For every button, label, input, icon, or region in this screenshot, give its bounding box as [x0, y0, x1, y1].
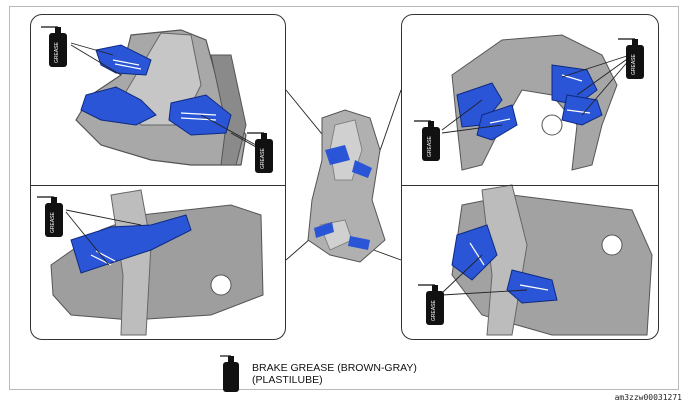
grease-tube-icon: GREASE: [618, 38, 644, 79]
legend: [220, 353, 242, 393]
pad-clip-bottom-right-2: [506, 269, 558, 304]
pad-clip-upper: [95, 44, 152, 76]
figure-id: am3zzw00031271: [614, 393, 682, 402]
pad-clip-right-bot: [561, 94, 603, 126]
legend-text: BRAKE GREASE (BROWN-GRAY) (PLASTILUBE): [252, 362, 417, 386]
grease-tube-icon: GREASE: [414, 120, 440, 161]
right-detail-panel: GREASE GREASE GREASE: [401, 14, 659, 340]
grease-tube-icon: GREASE: [418, 284, 444, 325]
grease-tube-icon: [220, 355, 239, 392]
svg-text:GREASE: GREASE: [631, 53, 637, 75]
legend-line-2: (PLASTILUBE): [252, 374, 323, 386]
grease-tube-icon: GREASE: [247, 132, 273, 173]
left-detail-illustration: GREASE GREASE GREASE: [37, 26, 273, 336]
grease-tube-icon: GREASE: [41, 26, 67, 67]
svg-text:GREASE: GREASE: [50, 211, 56, 233]
panel-divider: [31, 185, 285, 186]
panel-divider: [402, 185, 658, 186]
legend-line-1: BRAKE GREASE (BROWN-GRAY): [252, 362, 417, 374]
pad-clip-mid: [476, 104, 518, 141]
pad-clip-bottom: [70, 214, 192, 274]
pad-clip-lower: [80, 86, 157, 126]
pad-clip-bottom-right: [451, 224, 498, 281]
pad-clip-right: [168, 94, 232, 136]
svg-text:GREASE: GREASE: [431, 299, 437, 321]
right-detail-illustration: GREASE GREASE GREASE: [414, 34, 653, 336]
svg-text:GREASE: GREASE: [260, 147, 266, 169]
grease-tube-icon: GREASE: [37, 196, 63, 237]
svg-text:GREASE: GREASE: [54, 41, 60, 63]
left-detail-panel: GREASE GREASE GREASE: [30, 14, 286, 340]
svg-text:GREASE: GREASE: [427, 135, 433, 157]
